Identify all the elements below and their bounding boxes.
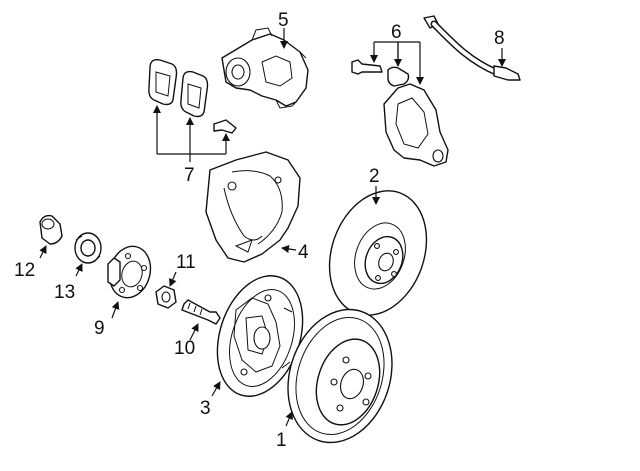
callout-6: 6 <box>391 22 402 43</box>
dust-shield <box>205 151 301 263</box>
brake-hose <box>423 15 521 81</box>
callout-10: 10 <box>174 338 195 359</box>
callout-4: 4 <box>298 242 309 263</box>
brake-caliper <box>221 27 309 109</box>
brake-pad-left <box>148 58 178 106</box>
brake-drum <box>287 308 393 444</box>
callout-12: 12 <box>14 260 35 281</box>
callout-9: 9 <box>94 318 105 339</box>
guide-pin-sleeve <box>387 66 410 87</box>
axle-bolt <box>181 299 221 325</box>
callout-1: 1 <box>276 430 287 451</box>
callout-7: 7 <box>184 165 195 186</box>
backing-plate <box>216 275 304 397</box>
callout-labels: 5 6 8 7 2 4 12 13 11 9 10 3 1 <box>14 10 505 451</box>
grease-cap <box>39 214 63 245</box>
callout-2: 2 <box>369 166 380 187</box>
pad-clip <box>213 119 237 134</box>
callout-13: 13 <box>54 282 75 303</box>
callout-11: 11 <box>176 252 196 273</box>
callout-5: 5 <box>278 10 289 31</box>
leader-lines <box>39 28 506 427</box>
guide-pin-bolt <box>351 59 383 75</box>
brake-rotor <box>328 190 428 316</box>
wheel-bearing <box>74 232 102 264</box>
callout-8: 8 <box>494 28 505 49</box>
hub-nut <box>155 285 177 309</box>
caliper-carrier <box>383 83 449 167</box>
brake-pad-right <box>180 70 209 118</box>
callout-3: 3 <box>200 398 211 419</box>
wheel-hub <box>107 245 152 299</box>
